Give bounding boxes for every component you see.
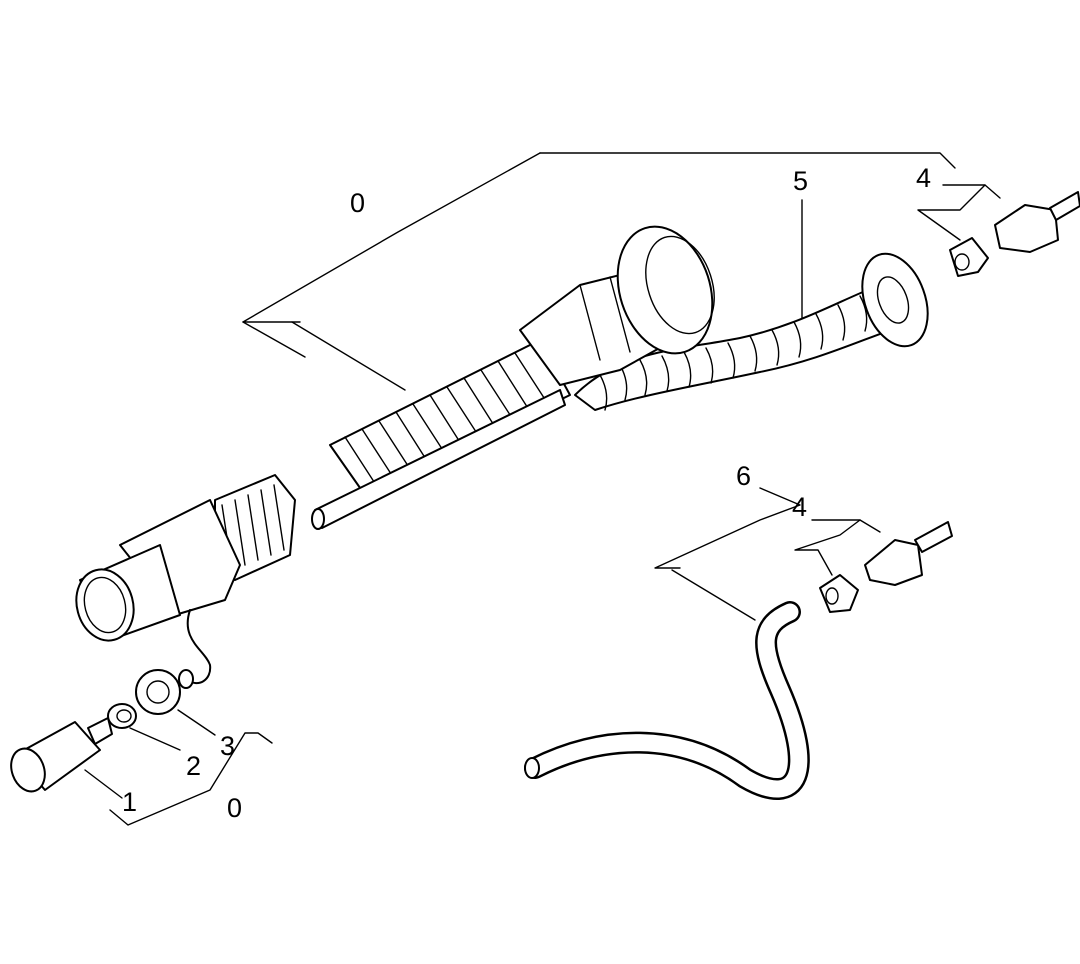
fitting-4-top: [949, 191, 1080, 277]
handle-nozzle-inner: [83, 576, 127, 634]
spiral-hose-coils: [599, 295, 868, 411]
bracket-fitting-right-left: [794, 519, 861, 576]
coupling-1: [10, 717, 113, 793]
callout-fitting-top: 4: [916, 163, 931, 193]
bracket-fitting-top-left: [917, 184, 986, 241]
fitting-top-nut: [949, 237, 989, 277]
main-tube-assembly: [311, 225, 715, 530]
spiral-hose-5: [574, 252, 929, 411]
fitting-top-stem: [1049, 191, 1080, 221]
callouts: 0 5 4 6 4 1 2 3 0: [122, 163, 931, 823]
callout-assembly-top: 0: [350, 188, 365, 218]
bracket-fitting-top: [942, 184, 1001, 199]
fitting-top-nut-hole: [954, 253, 970, 271]
fitting-right-stem: [914, 521, 953, 553]
handle-nozzle-face: [75, 568, 135, 642]
callout-clip: 2: [186, 751, 201, 781]
bracket-assembly-left: [242, 152, 541, 323]
leader-2: [129, 727, 181, 751]
callout-hose-assembly: 6: [736, 461, 751, 491]
spiral-hose-end-inner: [876, 276, 910, 324]
leader-assembly-down: [242, 321, 306, 358]
lance-handle: [75, 474, 296, 689]
handle-hook-end: [178, 669, 194, 689]
clip-ring: [107, 703, 137, 729]
callout-coupling: 1: [122, 787, 137, 817]
leader-1: [84, 769, 123, 799]
fitting-4-right: [819, 521, 953, 613]
hose-assembly-6: [524, 601, 810, 800]
tube-end-cap: [616, 225, 714, 355]
ring-outer: [135, 669, 181, 715]
clip-2: [107, 703, 137, 729]
corrugated-tube-ribs: [344, 352, 549, 489]
hose-end-left: [524, 757, 540, 779]
hose-fill: [526, 603, 808, 798]
bracket-kit-bottom: [109, 732, 273, 826]
callout-fitting-right: 4: [792, 492, 807, 522]
coupling-face: [10, 747, 46, 793]
bracket-assembly-top: [539, 152, 956, 169]
spiral-hose-end-flange: [861, 252, 929, 348]
fitting-right-body: [864, 539, 923, 586]
coupling-nipple: [87, 717, 113, 745]
nut-facets: [579, 276, 631, 361]
callout-spiral-hose: 5: [793, 166, 808, 196]
fitting-top-body: [994, 204, 1059, 253]
clip-ring-inner: [116, 709, 132, 723]
leader-lines: [84, 152, 1001, 826]
leader-to-tube: [291, 321, 406, 391]
inner-pipe-end: [311, 508, 325, 530]
bracket-hose-assembly: [654, 487, 801, 569]
leader-hose-assembly: [671, 569, 756, 621]
leader-3: [177, 709, 216, 736]
callout-kit-bottom: 0: [227, 793, 242, 823]
tube-end-cap-face: [645, 235, 715, 335]
ring-3: [135, 669, 181, 715]
handle-hook: [186, 609, 212, 685]
ring-inner: [146, 680, 170, 704]
callout-ring: 3: [220, 731, 235, 761]
fitting-right-nut-hole: [825, 587, 839, 605]
